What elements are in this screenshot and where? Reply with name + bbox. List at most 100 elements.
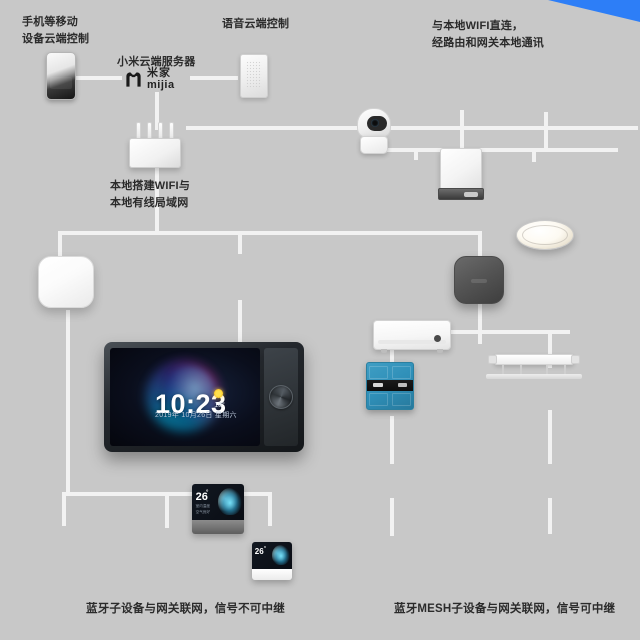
ac-vent xyxy=(378,340,446,344)
panel-small-base xyxy=(252,569,292,580)
caption-phone-cloud: 手机等移动 设备云端控制 xyxy=(22,16,90,45)
caption-wifi-direct: 与本地WIFI直连， 经路由和网关本地通讯 xyxy=(432,20,544,49)
panel-small-temp: 26 xyxy=(254,547,264,557)
ac-shell xyxy=(373,320,451,350)
phone-body xyxy=(46,52,76,100)
display-swirl-graphic-2 xyxy=(164,365,215,421)
display-knob-zone[interactable] xyxy=(264,348,298,446)
air-purifier[interactable] xyxy=(438,148,484,200)
air-conditioner[interactable] xyxy=(373,320,451,353)
mijia-en-text: mijia xyxy=(147,79,175,91)
line-panel-to-display xyxy=(238,300,242,342)
line-phone-to-cloud xyxy=(76,76,122,80)
blue-switch-body xyxy=(366,362,414,410)
caption-bluetooth-mesh: 蓝牙MESH子设备与网关联网，信号可中继 xyxy=(394,603,616,615)
mijia-cn-text: 米家 xyxy=(147,67,171,79)
blue-switch-panel[interactable] xyxy=(366,362,414,410)
ac-indicator-icon xyxy=(434,335,441,342)
smart-panel-large[interactable]: 26 ° 室内温度 空气良好 xyxy=(192,484,640,534)
rack-bar xyxy=(494,354,574,365)
line-ac-drop xyxy=(414,148,418,160)
line-bus-to-white-gateway xyxy=(58,231,62,256)
dark-gateway-body xyxy=(454,256,504,304)
line-bus-to-dark-gateway xyxy=(478,231,482,256)
line-dark-gateway-down xyxy=(478,304,482,344)
white-gateway-body xyxy=(38,256,94,308)
line-rack-drop xyxy=(532,148,536,162)
rack-pole-4 xyxy=(564,365,566,375)
purifier-body xyxy=(440,148,482,190)
panel-large-frame: 26 ° 室内温度 空气良好 xyxy=(192,484,244,534)
line-router-trunk-right xyxy=(186,126,638,130)
central-control-display[interactable]: 10:23 18° 2019年 10月26日 星期六 xyxy=(104,342,304,452)
rack-end-right xyxy=(571,355,580,364)
panel-large-flower-graphic xyxy=(218,487,242,515)
line-wifi-bus xyxy=(368,148,618,152)
mobile-phone[interactable] xyxy=(46,52,76,100)
ac-foot-right xyxy=(437,349,443,353)
camera-lens-icon xyxy=(367,116,387,131)
caption-local-wifi: 本地搭建WIFI与 本地有线局域网 xyxy=(110,180,191,209)
display-screen: 10:23 18° 2019年 10月26日 星期六 xyxy=(110,348,260,446)
ip-camera[interactable] xyxy=(355,108,393,154)
speaker-body xyxy=(240,54,268,98)
caption-voice-cloud: 语音云端控制 xyxy=(222,18,290,30)
rack-pole-3 xyxy=(546,365,548,375)
line-white-gateway-down xyxy=(66,310,70,492)
line-cloud-to-router xyxy=(155,92,159,130)
blue-corner-watermark xyxy=(548,0,640,22)
rack-pole-1 xyxy=(502,365,504,375)
mijia-logo-icon xyxy=(124,70,143,89)
panel-small-degree: ° xyxy=(264,546,266,553)
panel-small-screen: 26 ° xyxy=(252,542,292,569)
line-driver-to-strip xyxy=(548,498,552,534)
rack-end-left xyxy=(488,355,497,364)
line-router-down xyxy=(155,168,159,232)
line-bt-drop-button xyxy=(165,492,169,528)
display-date: 2019年 10月26日 星期六 xyxy=(155,411,237,419)
panel-large-degree: ° xyxy=(206,489,209,496)
line-bt-drop-smoke xyxy=(62,492,66,526)
line-mesh-drop-bar xyxy=(548,330,552,368)
panel-large-base xyxy=(192,520,244,534)
line-cloud-to-speaker xyxy=(190,76,238,80)
panel-large-sub1: 室内温度 xyxy=(195,503,210,508)
router-body xyxy=(129,138,181,168)
line-purifier-drop xyxy=(460,110,464,150)
white-gateway[interactable] xyxy=(38,256,94,308)
panel-small-flower-graphic xyxy=(272,544,291,565)
line-driver-to-downlight xyxy=(390,498,394,536)
switch-quad-bl xyxy=(369,393,388,407)
line-lamp-drop xyxy=(544,112,548,150)
dark-gateway[interactable] xyxy=(454,256,504,304)
line-mesh-bus xyxy=(390,330,570,334)
display-weather-temp: 18° xyxy=(214,401,225,409)
panel-large-screen: 26 ° 室内温度 空气良好 xyxy=(192,484,244,520)
panel-small-frame: 26 ° xyxy=(252,542,292,580)
line-switch-to-driver xyxy=(390,416,394,464)
line-bt-drop-door xyxy=(268,492,272,526)
switch-quad-tl xyxy=(369,365,388,379)
ac-foot-left xyxy=(381,349,387,353)
line-main-bus xyxy=(58,231,482,235)
rack-pole-2 xyxy=(520,365,522,375)
mijia-wordmark: 米家 mijia xyxy=(147,68,175,91)
drying-rack[interactable] xyxy=(486,354,582,380)
lamp-disc xyxy=(516,220,574,250)
voice-speaker[interactable] xyxy=(240,54,268,98)
rotary-knob[interactable] xyxy=(269,385,293,409)
mijia-cloud-server[interactable]: 米家 mijia xyxy=(124,68,175,91)
ceiling-lamp[interactable] xyxy=(516,220,574,250)
switch-quad-tr xyxy=(392,365,411,379)
caption-bluetooth-child: 蓝牙子设备与网关联网，信号不可中继 xyxy=(86,603,285,615)
sun-icon xyxy=(213,389,223,399)
camera-base xyxy=(360,136,388,154)
rack-hanging-bar xyxy=(486,374,582,379)
switch-quad-br xyxy=(392,393,411,407)
panel-large-sub2: 空气良好 xyxy=(195,510,210,515)
wifi-router[interactable] xyxy=(129,122,181,168)
line-bar-to-driver xyxy=(548,410,552,464)
panel-large-temp: 26 xyxy=(195,491,208,504)
smart-panel-small[interactable]: 26 ° xyxy=(252,542,640,580)
